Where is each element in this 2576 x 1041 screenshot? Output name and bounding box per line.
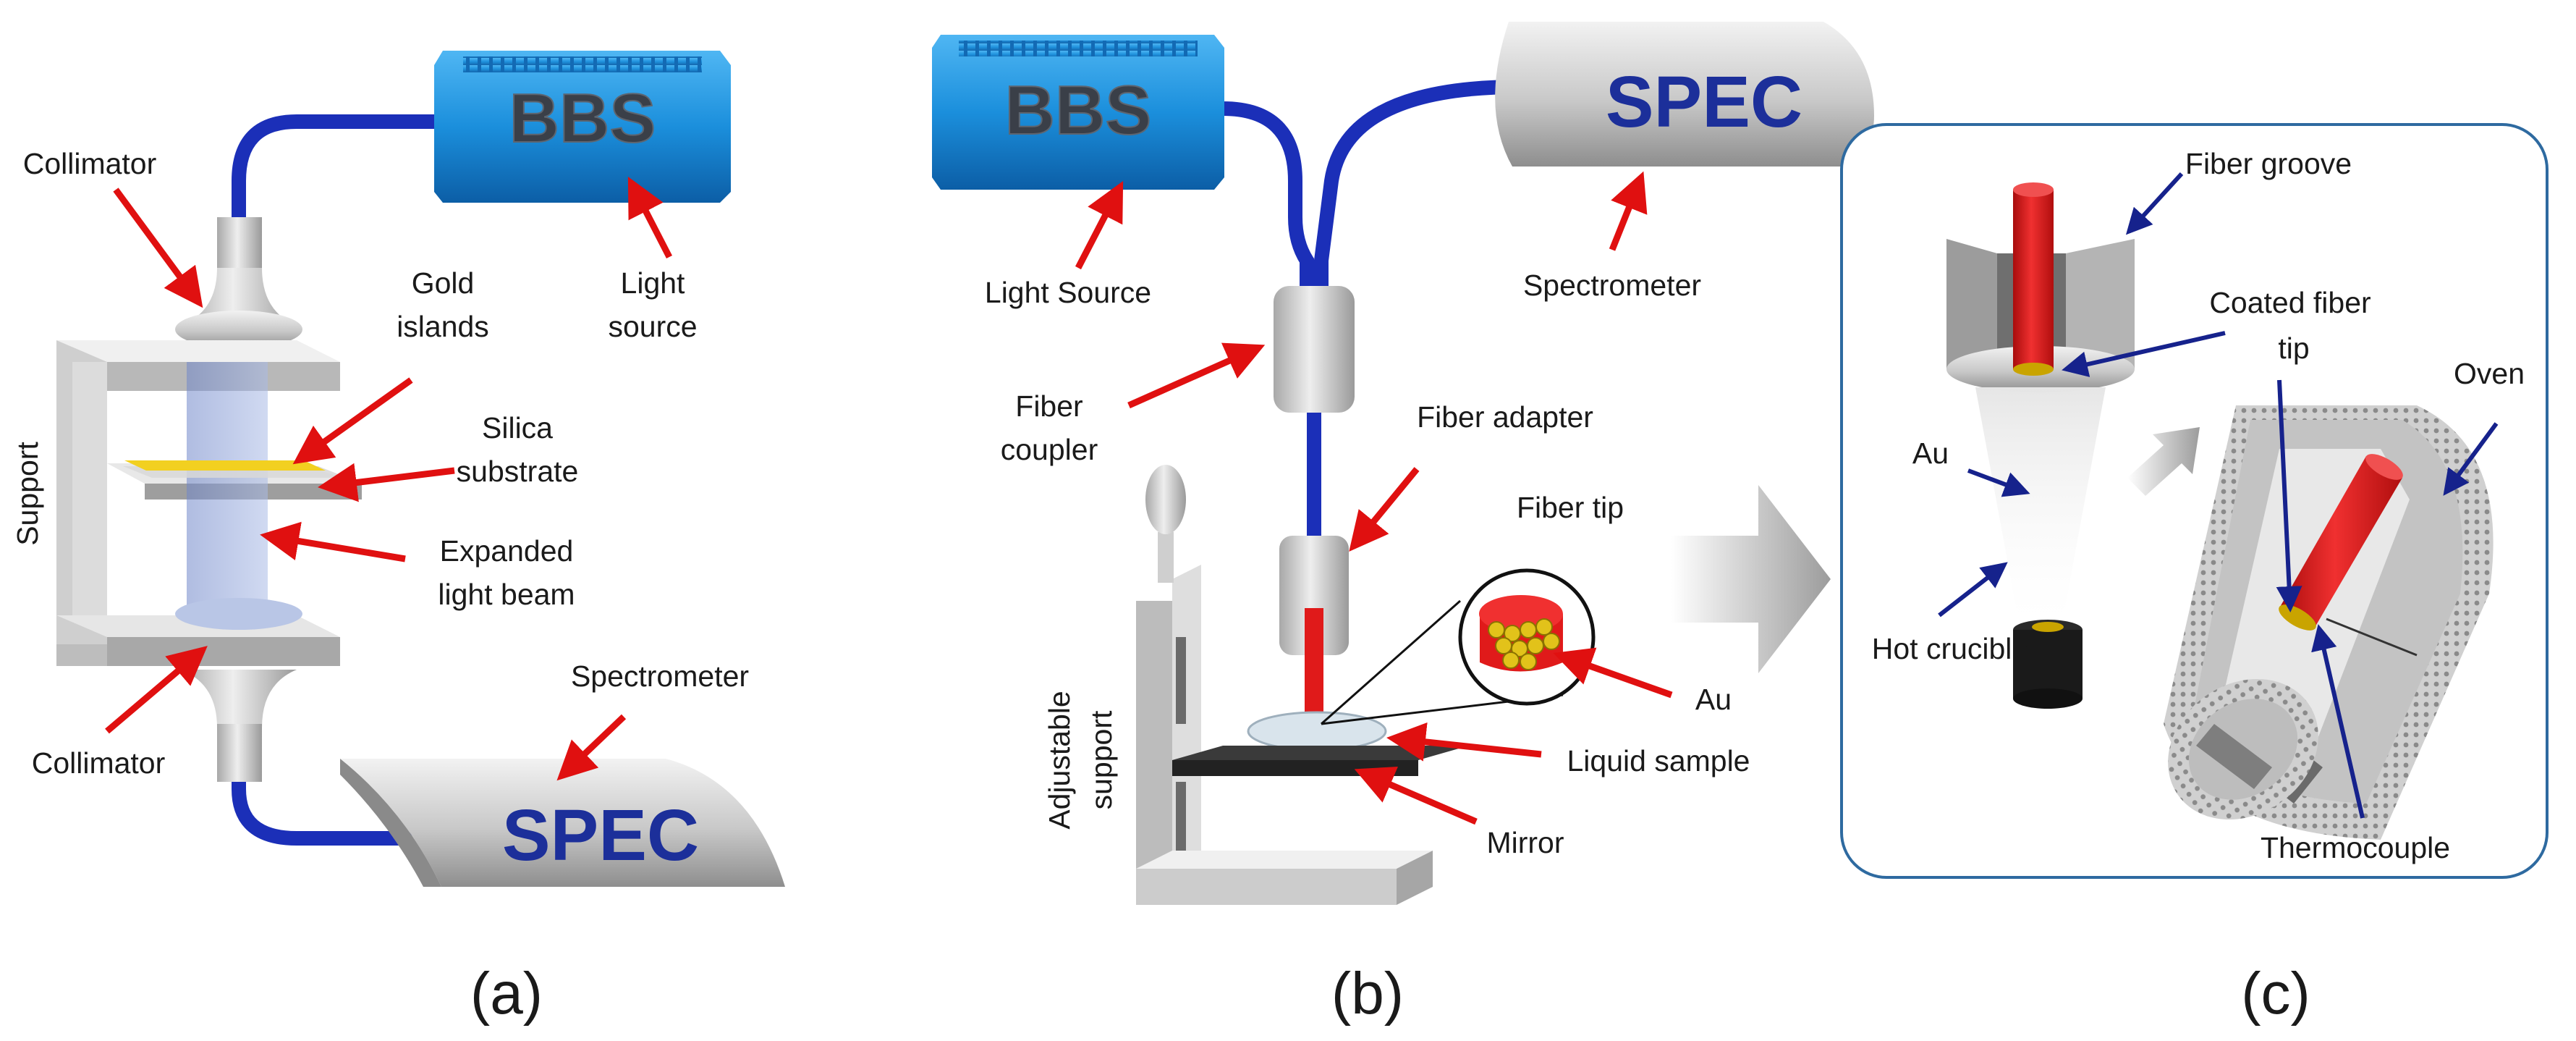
transition-arrow — [1672, 485, 1831, 673]
label-fiber-groove: Fiber groove — [2185, 147, 2352, 180]
expanded-light-beam — [187, 362, 268, 615]
fiber-bbs-branch — [1216, 101, 1314, 297]
label-thermocouple: Thermocouple — [2261, 831, 2450, 864]
arrow-light-source — [627, 176, 673, 259]
collimator-bottom-device — [175, 598, 302, 782]
fiber-spec-branch — [1314, 80, 1527, 297]
label-fiber-tip: Fiber tip — [1517, 491, 1624, 524]
label-expanded-2: light beam — [438, 578, 575, 611]
label-au-b: Au — [1695, 683, 1732, 716]
label-light-1: Light — [621, 266, 686, 300]
arrow-gold-islands — [292, 377, 413, 465]
label-adjustable-1: Adjustable — [1043, 691, 1076, 829]
spec-label: SPEC — [502, 795, 699, 876]
label-support: Support — [11, 442, 44, 546]
arrow-coated-tip-oven — [2276, 379, 2302, 612]
bbs-label-b: BBS — [1005, 72, 1152, 149]
fiber-adapter-device — [1279, 536, 1349, 655]
label-light-source-b: Light Source — [985, 276, 1151, 309]
arrow-liquid-sample — [1386, 722, 1542, 762]
fiber-tip-zoom — [1321, 568, 1596, 725]
arrow-hot-crucible — [1938, 562, 2008, 618]
arrow-au-c — [1967, 468, 2030, 497]
label-adjustable-2: support — [1085, 710, 1118, 809]
arrow-fiber-groove — [2125, 172, 2184, 235]
label-collimator-bottom: Collimator — [32, 746, 166, 780]
arrow-fiber-coupler — [1127, 342, 1266, 409]
label-hot-crucible: Hot crucible — [1872, 632, 2028, 665]
label-liquid-sample: Liquid sample — [1567, 744, 1750, 777]
arrow-fiber-adapter — [1349, 467, 1420, 552]
collimator-top-device — [175, 217, 302, 348]
gold-islands-layer — [124, 460, 326, 471]
arrow-au-b — [1553, 647, 1673, 699]
label-spectrometer-b: Spectrometer — [1523, 269, 1701, 302]
inner-transition-arrow — [2127, 427, 2200, 496]
label-collimator-top: Collimator — [23, 147, 157, 180]
spec-spectrometer-box: SPEC — [340, 759, 785, 887]
bbs-light-source-box-b: BBS — [932, 35, 1224, 190]
fiber-bottom-a — [232, 717, 412, 846]
fiber-groove-holder — [1946, 182, 2135, 623]
arrow-collimator-bottom — [105, 646, 208, 734]
label-silica-1: Silica — [482, 411, 553, 444]
label-au-c: Au — [1912, 437, 1949, 470]
hot-crucible — [2013, 620, 2083, 709]
caption-a: (a) — [470, 961, 543, 1027]
arrow-mirror — [1354, 767, 1478, 825]
label-spectrometer-a: Spectrometer — [571, 659, 749, 693]
caption-b: (b) — [1331, 961, 1404, 1027]
panel-c: Fiber groove Coated fiber tip Oven Au Ho… — [1840, 123, 2549, 1027]
label-coupler-1: Fiber — [1015, 389, 1082, 423]
fiber-coupler-device — [1274, 286, 1355, 413]
caption-c: (c) — [2241, 961, 2310, 1027]
label-coated-2: tip — [2278, 332, 2309, 365]
label-expanded-1: Expanded — [440, 534, 574, 568]
label-coupler-2: coupler — [1001, 433, 1098, 466]
label-gold-islands-1: Gold — [412, 266, 475, 300]
label-mirror: Mirror — [1486, 826, 1564, 859]
arrow-expanded-beam — [260, 521, 406, 562]
arrow-coated-tip-groove — [2062, 331, 2226, 377]
label-silica-2: substrate — [457, 455, 579, 488]
arrow-thermocouple — [2311, 624, 2365, 819]
spec-spectrometer-box-b: SPEC — [1495, 22, 1874, 167]
adjustable-support-stand — [1136, 465, 1433, 905]
arrow-collimator-top — [113, 187, 203, 308]
mirror-plate — [1172, 746, 1469, 760]
bbs-label: BBS — [509, 80, 656, 157]
panel-b: BBS SPEC — [932, 22, 1874, 1027]
arrow-spectrometer-a — [556, 714, 627, 781]
label-oven: Oven — [2454, 357, 2525, 390]
label-coated-1: Coated fiber — [2209, 286, 2370, 319]
fiber-top-a — [232, 114, 450, 277]
bbs-light-source-box: BBS — [434, 51, 731, 203]
spec-label-b: SPEC — [1606, 62, 1802, 143]
label-gold-islands-2: islands — [397, 310, 489, 343]
arrow-light-source-b — [1075, 181, 1124, 270]
panel-a: BBS — [11, 51, 785, 1027]
label-fiber-adapter: Fiber adapter — [1417, 400, 1593, 434]
mirror-edge — [1172, 760, 1418, 776]
label-light-2: source — [608, 310, 697, 343]
arrow-spectrometer-b — [1609, 171, 1648, 251]
arrow-oven — [2443, 422, 2499, 496]
arrow-silica-substrate — [318, 463, 455, 502]
